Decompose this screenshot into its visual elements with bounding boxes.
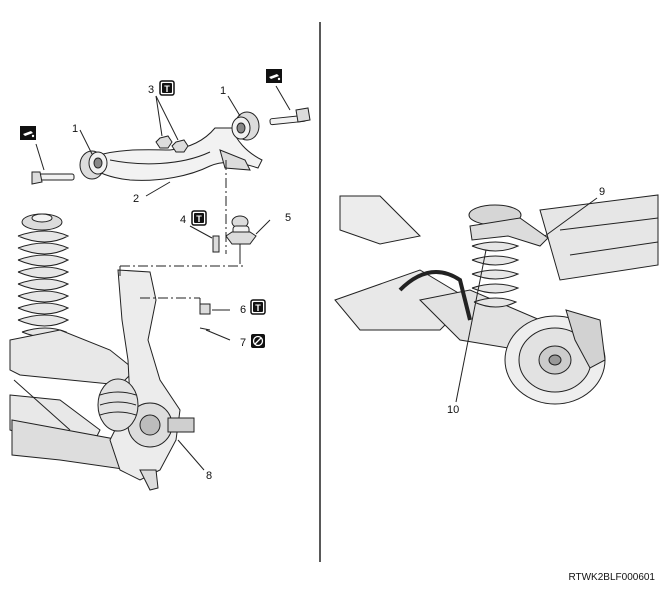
- leader-lines: [35, 85, 291, 471]
- upper-control-arm: [89, 127, 263, 181]
- right-callouts: 9 10: [447, 186, 605, 416]
- drive-shaft-boot: [97, 378, 139, 432]
- no-reuse-icon: [251, 334, 265, 348]
- callout-10: 10: [447, 404, 459, 416]
- callout-1-right: 1: [220, 85, 226, 97]
- torque-symbol-3: T: [159, 80, 175, 96]
- torque-symbol-6: T: [250, 299, 266, 315]
- left-callouts: 1 1 2 3 4 5 6 7 8: [72, 84, 291, 482]
- castle-nut: [199, 303, 211, 315]
- torque-letter: T: [255, 303, 261, 313]
- leader-10: [455, 249, 487, 403]
- ball-joint-bolt: [212, 235, 220, 253]
- figure-code: RTWK2BLF000601: [568, 572, 655, 583]
- torque-letter: T: [196, 214, 202, 224]
- upper-arm-installed: [469, 217, 549, 247]
- callout-1-left: 1: [72, 123, 78, 135]
- upper-arm-bolt-right: [269, 107, 311, 126]
- ball-joint: [225, 215, 257, 264]
- bushing-left: [79, 150, 108, 180]
- frame-rail: [539, 194, 659, 281]
- left-panel-exploded-view: [9, 85, 311, 491]
- bushing-right: [231, 111, 260, 141]
- callout-6: 6: [240, 304, 246, 316]
- callout-8: 8: [206, 470, 212, 482]
- callout-7: 7: [240, 337, 246, 349]
- grease-icon: [266, 69, 282, 83]
- callout-3: 3: [148, 84, 154, 96]
- torque-letter: T: [164, 84, 170, 94]
- cotter-pin: [199, 327, 211, 331]
- assembly-guide-lines: [119, 160, 246, 306]
- grease-icon: [20, 126, 36, 140]
- right-panel-installed-view: [334, 194, 659, 405]
- callout-4: 4: [180, 214, 186, 226]
- lower-arm-frame: [9, 329, 136, 471]
- brake-caliper: [565, 309, 606, 369]
- stabilizer-bar: [398, 270, 472, 321]
- leader-9: [544, 197, 598, 237]
- torque-symbol-4: T: [191, 210, 207, 226]
- upper-arm-nuts: [155, 135, 189, 153]
- callout-9: 9: [599, 186, 605, 198]
- callout-2: 2: [133, 193, 139, 205]
- callout-5: 5: [285, 212, 291, 224]
- upper-arm-bolt-left: [31, 171, 75, 185]
